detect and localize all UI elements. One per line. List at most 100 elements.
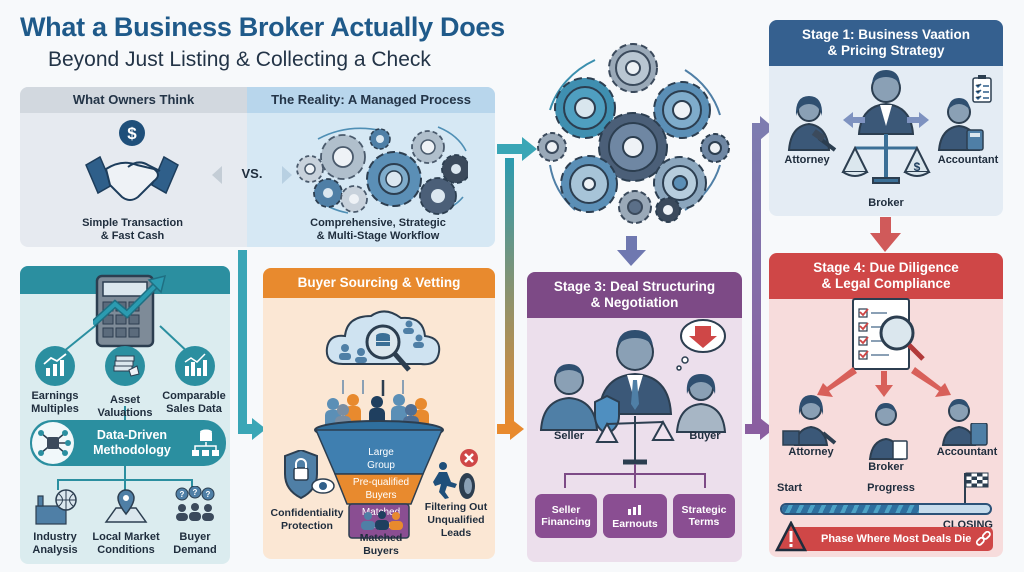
gear <box>653 81 711 139</box>
gear <box>320 134 366 180</box>
attorney-figure-icon <box>798 395 824 420</box>
gear <box>313 178 343 208</box>
accountant-label: Accountant <box>936 446 998 458</box>
arrow-buyer-h <box>497 424 513 434</box>
broker-figure-icon <box>875 403 897 426</box>
reality-heading: The Reality: A Managed Process <box>247 87 495 113</box>
warning-text: Phase Where Most Deals Die <box>821 533 972 545</box>
arrow-gears-top <box>497 144 527 154</box>
accountant-figure-icon <box>948 399 970 422</box>
gear <box>608 43 658 93</box>
broker-label: Broker <box>868 197 904 209</box>
seller-label: Seller <box>554 430 584 442</box>
arrow-stage4-h <box>745 424 761 434</box>
vs-arrows-icon <box>212 166 292 184</box>
progress-start-label: Start <box>777 482 803 494</box>
gear <box>296 155 324 183</box>
calculator-icon <box>970 423 988 446</box>
broker-figure-icon <box>857 70 915 135</box>
cycle-arrow <box>684 69 721 116</box>
industry-globe-icon <box>35 489 77 525</box>
arrow-stage1-down-stem <box>880 217 891 235</box>
arrow-buyer-head <box>510 418 524 440</box>
gear <box>554 77 616 139</box>
arrow-valuation-stem <box>238 250 247 430</box>
arrow-stage1-h <box>752 123 764 133</box>
gear <box>441 154 468 184</box>
accountant-figure-icon <box>937 98 984 151</box>
arrow-stage-stem <box>752 125 761 430</box>
accountant-label: Accountant <box>937 154 999 166</box>
dollar-icon: $ <box>127 124 137 143</box>
arrow-to-attorney <box>817 367 857 397</box>
scales-icon <box>595 416 675 465</box>
arrow-stage1-head <box>760 116 774 140</box>
network-database-icon <box>32 422 74 464</box>
attorney-figure-icon <box>787 96 837 152</box>
arrow-to-accountant <box>911 367 951 397</box>
svg-text:?: ? <box>180 490 185 499</box>
factor-label: Buyer Demand <box>173 531 217 556</box>
simple-transaction-caption: Simple Transaction & Fast Cash <box>82 217 183 242</box>
owners-think-heading: What Owners Think <box>20 87 247 113</box>
arrow-gears-down-head <box>617 250 646 266</box>
options-connectors <box>564 464 706 488</box>
database-hierarchy-icon <box>192 429 219 456</box>
buyer-figure-icon <box>675 374 727 433</box>
funnel-tier-label: Large Group <box>367 447 395 471</box>
attorney-label: Attorney <box>784 154 830 166</box>
vs-label: VS. <box>241 166 263 181</box>
factor-label: Industry Analysis <box>32 531 78 556</box>
local-map-pin-icon <box>104 489 148 523</box>
gear <box>537 132 567 162</box>
gear <box>560 155 618 213</box>
gears-workflow-icon <box>296 126 468 215</box>
arrow-stage1-down-head <box>870 233 901 252</box>
gear <box>366 151 422 207</box>
buyer-sourcing-heading: Buyer Sourcing & Vetting <box>263 268 495 298</box>
arrow-gears-top-head <box>522 137 537 161</box>
stage1-heading: Stage 1: Business Vaation & Pricing Stra… <box>769 20 1003 66</box>
comparison-panel: What Owners Think The Reality: A Managed… <box>20 87 495 247</box>
matched-buyers-label: Matched Buyers <box>359 532 403 557</box>
progress-label: Progress <box>867 482 915 494</box>
stage3-heading: Stage 3: Deal Structuring & Negotiation <box>527 272 742 318</box>
gears-cluster-icon <box>537 43 730 224</box>
shield-lock-eye-icon <box>284 450 335 500</box>
broker-figure-icon <box>597 330 673 415</box>
gear <box>618 190 652 224</box>
gear <box>598 112 668 182</box>
valuation-methodology-panel: Earnings Multiples Asset Valuations Comp… <box>20 266 230 564</box>
methodology-label: Data-Driven Methodology <box>93 428 171 457</box>
buyer-sourcing-panel: Buyer Sourcing & Vetting Large Group Pre… <box>263 268 495 559</box>
arrow-right-icon <box>907 112 929 128</box>
calculator-chart-icon <box>93 274 167 348</box>
buyer-label: Buyer <box>689 430 721 442</box>
arrow-gears-stem <box>505 158 514 428</box>
broker-label: Broker <box>868 461 904 473</box>
stage4-illustration <box>798 298 970 426</box>
gear <box>411 130 445 164</box>
matched-buyers-icon <box>361 511 403 530</box>
gavel-icon <box>821 431 837 445</box>
arrow-valuation-head <box>252 418 266 440</box>
gear <box>655 197 681 223</box>
method-label: Earnings Multiples <box>31 390 79 415</box>
earnings-multiples-icon <box>35 346 75 386</box>
svg-text:?: ? <box>193 488 198 497</box>
filtering-out-label: Filtering Out Unqualified Leads <box>424 501 488 539</box>
negotiation-illustration <box>539 319 727 488</box>
down-arrows-icon <box>342 380 404 396</box>
stage1-illustration <box>787 70 992 184</box>
cloud-search-icon <box>325 310 441 372</box>
warning-triangle-icon <box>775 521 807 552</box>
handshake-icon: $ <box>85 120 179 201</box>
data-driven-methodology-banner: Data-Driven Methodology <box>30 420 226 466</box>
page-title: What a Business Broker Actually Does <box>20 12 505 42</box>
stage1-valuation-panel: Stage 1: Business Vaation & Pricing Stra… <box>769 20 1003 216</box>
earnouts-option: Earnouts <box>603 494 667 538</box>
gear <box>340 185 368 213</box>
